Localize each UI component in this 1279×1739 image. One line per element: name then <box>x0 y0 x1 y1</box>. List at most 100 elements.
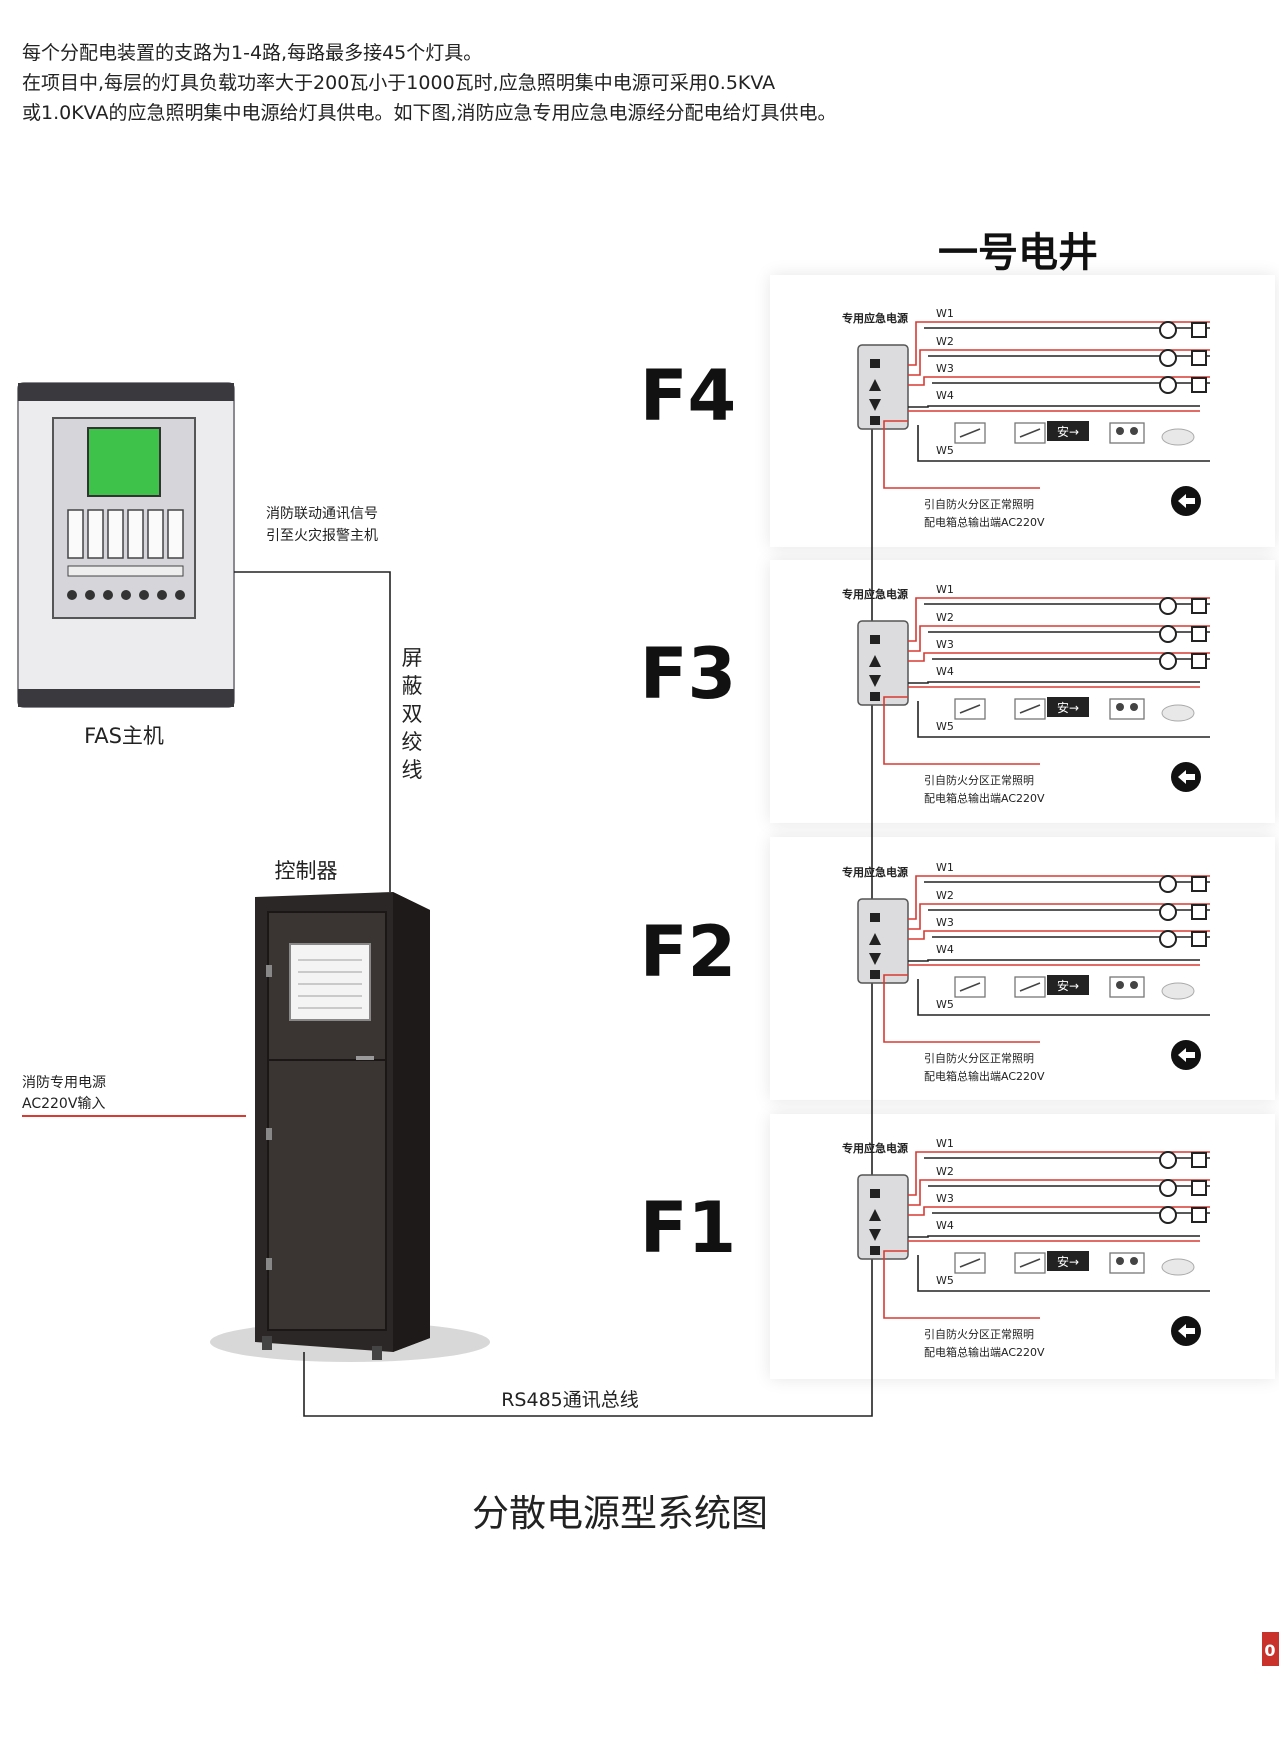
floor-label: F4 <box>640 355 737 437</box>
exit-sign-icon <box>1047 975 1089 995</box>
power-box-label: 专用应急电源 <box>842 587 908 601</box>
power-box-label: 专用应急电源 <box>842 1141 908 1155</box>
power-line <box>908 376 1210 386</box>
intro-text: 每个分配电装置的支路为1-4路,每路最多接45个灯具。 在项目中,每层的灯具负载… <box>22 38 1222 128</box>
exit-sign-label: 安→ <box>1057 700 1079 715</box>
circuit-label: W1 <box>936 1137 954 1150</box>
lamp-box-icon <box>1191 1207 1207 1223</box>
lamp-box-icon <box>1191 904 1207 920</box>
lamp-box-icon <box>1191 1152 1207 1168</box>
lamp-icon <box>1159 1179 1177 1197</box>
page-tab-label: 0 <box>1264 1641 1275 1660</box>
circuit-label: W3 <box>936 916 954 929</box>
lamp-box-icon <box>1191 653 1207 669</box>
cable-label-char: 屏 <box>402 646 423 670</box>
signal-line <box>908 959 1200 962</box>
fas-signal-label: 引至火灾报警主机 <box>266 527 378 544</box>
lamp-icon <box>1159 625 1177 643</box>
circuit-label: W4 <box>936 1219 954 1232</box>
power-box-label: 专用应急电源 <box>842 311 908 325</box>
footer-title: 分散电源型系统图 <box>472 1492 768 1535</box>
circuit-label: W2 <box>936 335 954 348</box>
lamp-box-icon <box>1191 1180 1207 1196</box>
power-line <box>908 1206 1210 1216</box>
circuit-label: W3 <box>936 362 954 375</box>
circuit-label: W1 <box>936 307 954 320</box>
lamp-box-icon <box>1191 931 1207 947</box>
cable-label: 屏 蔽 双 绞 线 <box>402 646 423 782</box>
power-line <box>908 652 1210 662</box>
power-line <box>908 1179 1210 1206</box>
lamp-box-icon <box>1191 876 1207 892</box>
signal-line <box>917 979 1210 1016</box>
normal-supply-line <box>883 1250 1040 1319</box>
signal-line <box>908 1235 1200 1238</box>
signal-line <box>917 1255 1210 1292</box>
lamp-icon <box>1159 1206 1177 1224</box>
signal-line <box>908 405 1200 408</box>
lamp-icon <box>1159 349 1177 367</box>
controller-cabinet <box>210 892 490 1362</box>
lamp-icon <box>1159 903 1177 921</box>
circuit-label: W4 <box>936 943 954 956</box>
rs485-bus-label: RS485通讯总线 <box>501 1389 639 1411</box>
supply-note: 配电箱总输出端AC220V <box>924 791 1045 805</box>
exit-sign-label: 安→ <box>1057 1254 1079 1269</box>
circuit-label: W1 <box>936 583 954 596</box>
fas-label: FAS主机 <box>84 724 164 748</box>
intro-line: 在项目中,每层的灯具负载功率大于200瓦小于1000瓦时,应急照明集中电源可采用… <box>22 72 776 94</box>
ceiling-lamp-icon <box>1161 1258 1195 1276</box>
ceiling-lamp-icon <box>1161 428 1195 446</box>
exit-sign-icon <box>1047 421 1089 441</box>
exit-sign-label: 安→ <box>1057 978 1079 993</box>
cable-label-char: 线 <box>402 758 423 782</box>
emergency-power-box <box>857 620 909 706</box>
power-input-label: 消防专用电源 <box>22 1075 106 1091</box>
circuit-label: W2 <box>936 611 954 624</box>
spotlight-icon <box>1109 976 1145 998</box>
emergency-power-box <box>857 898 909 984</box>
rs485-bus-line <box>303 350 873 1417</box>
ceiling-lamp-icon <box>1161 704 1195 722</box>
power-line <box>908 930 1210 940</box>
circuit-label: W5 <box>936 998 954 1011</box>
power-box-label: 专用应急电源 <box>842 865 908 879</box>
cable-label-char: 蔽 <box>402 674 423 698</box>
lamp-icon <box>1159 321 1177 339</box>
lamp-icon <box>1159 1151 1177 1169</box>
circuit-label: W1 <box>936 861 954 874</box>
signal-line <box>908 681 1200 684</box>
spotlight-icon <box>1109 698 1145 720</box>
supply-note: 配电箱总输出端AC220V <box>924 515 1045 529</box>
shielded-cable-line <box>234 571 391 892</box>
fas-host <box>17 382 235 708</box>
lamp-icon <box>1159 875 1177 893</box>
supply-note: 配电箱总输出端AC220V <box>924 1345 1045 1359</box>
supply-note: 配电箱总输出端AC220V <box>924 1069 1045 1083</box>
circuit-label: W3 <box>936 1192 954 1205</box>
ceiling-lamp-icon <box>1161 982 1195 1000</box>
normal-supply-line <box>883 696 1040 765</box>
circuit-label: W3 <box>936 638 954 651</box>
exit-sign-label: 安→ <box>1057 424 1079 439</box>
power-line <box>908 597 1210 642</box>
supply-note: 引自防火分区正常照明 <box>924 773 1034 787</box>
circuit-label: W5 <box>936 444 954 457</box>
spotlight-icon <box>1109 1252 1145 1274</box>
circuit-label: W2 <box>936 889 954 902</box>
floor-label: F2 <box>640 911 737 993</box>
lamp-icon <box>1159 597 1177 615</box>
floor-label: F3 <box>640 633 737 715</box>
floor-label: F1 <box>640 1187 737 1269</box>
cable-label-char: 双 <box>402 702 423 726</box>
circuit-label: W2 <box>936 1165 954 1178</box>
power-line <box>908 321 1210 366</box>
lamp-box-icon <box>1191 377 1207 393</box>
spotlight-icon <box>1109 422 1145 444</box>
exit-sign-icon <box>1047 697 1089 717</box>
